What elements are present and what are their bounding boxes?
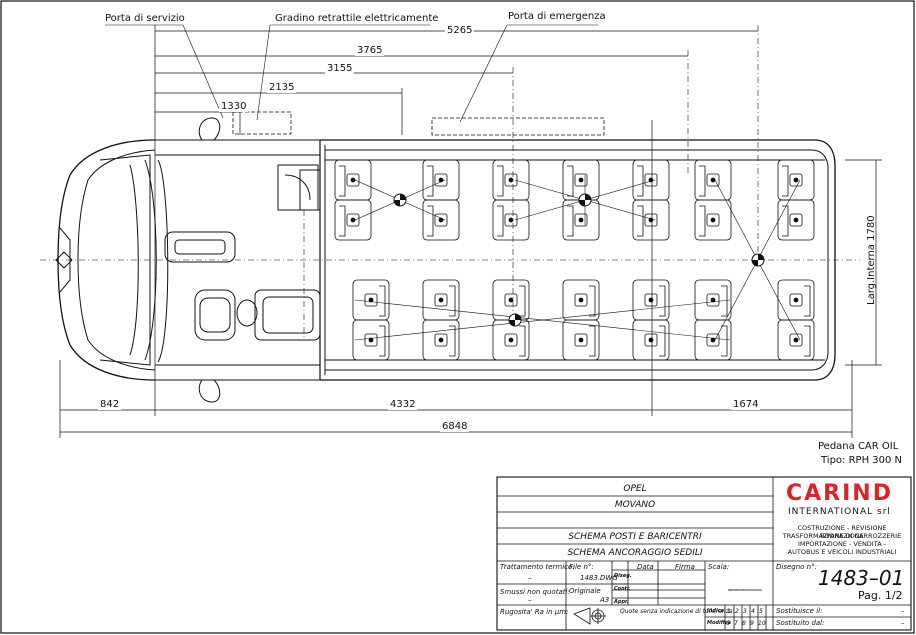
dimension-2135: 2135 xyxy=(267,82,297,93)
tb-brand: OPEL xyxy=(623,484,647,494)
tb-heat-value: – xyxy=(528,574,532,582)
tb-disegno-label: Disegno n°: xyxy=(776,563,817,571)
seat xyxy=(352,319,390,361)
inner-width-label: Larg.Interna 1780 xyxy=(866,215,877,305)
tb-diseg: Diseg. xyxy=(614,573,632,579)
dimension-1674: 1674 xyxy=(731,399,761,410)
seat xyxy=(422,279,460,321)
tb-sostituisce: Sostituisce il: xyxy=(776,607,823,615)
seat xyxy=(562,319,600,361)
service-door-callout: Porta di servizio xyxy=(105,13,185,24)
seat xyxy=(694,199,732,241)
seat xyxy=(562,199,600,241)
seat xyxy=(632,199,670,241)
tb-indice: Indice xyxy=(707,608,725,614)
tb-drawing-number: 1483–01 xyxy=(818,566,905,590)
ramp-note-line1: Pedana CAR OIL xyxy=(818,441,899,452)
tb-sostituito: Sostituito dal: xyxy=(776,619,825,627)
company-sub: INTERNATIONAL srl xyxy=(788,507,891,517)
seat xyxy=(492,319,530,361)
tb-line2: SCHEMA ANCORAGGIO SEDILI xyxy=(567,548,703,558)
tb-scala-label: Scala: xyxy=(708,563,730,571)
dimension-4332: 4332 xyxy=(388,399,418,410)
seat xyxy=(422,319,460,361)
tb-dash-2: – xyxy=(901,619,905,627)
revision-index-8: 8 xyxy=(742,620,746,627)
tb-quote: Quote senza indicazione di tolleranza: xyxy=(620,608,735,615)
revision-index-4: 4 xyxy=(751,608,755,615)
ramp-note-line2: Tipo: RPH 300 N xyxy=(821,455,903,466)
dimension-3765: 3765 xyxy=(355,45,385,56)
revision-index-6: 6 xyxy=(726,620,730,627)
revision-index-10: 10 xyxy=(758,620,766,627)
tb-modifica: Modifica xyxy=(707,620,731,626)
tb-data-label: Data xyxy=(637,563,654,571)
tb-model: MOVANO xyxy=(614,500,656,510)
seat xyxy=(777,319,815,361)
tb-originale: Originale xyxy=(569,587,601,595)
seat xyxy=(694,279,732,321)
seat xyxy=(632,159,670,201)
emergency-door-callout: Porta di emergenza xyxy=(508,11,606,22)
tb-line1: SCHEMA POSTI E BARICENTRI xyxy=(568,532,702,542)
company-desc-3: IMPORTAZIONE - VENDITA - xyxy=(797,540,887,548)
carind-logo: CARIND xyxy=(786,481,893,506)
revision-index-3: 3 xyxy=(743,608,747,615)
seat xyxy=(492,279,530,321)
tb-heat-label: Trattamento termico: xyxy=(500,563,575,571)
tb-a3: A3 xyxy=(600,596,610,604)
seat xyxy=(777,199,815,241)
tb-appr: Appr. xyxy=(614,599,629,605)
revision-index-9: 9 xyxy=(750,620,754,627)
tb-file-value: 1483.DWG xyxy=(580,574,618,582)
seat xyxy=(694,319,732,361)
revision-index-5: 5 xyxy=(759,608,763,615)
seat xyxy=(422,199,460,241)
seat xyxy=(334,199,372,241)
seat xyxy=(777,159,815,201)
retractable-step-callout: Gradino retrattile elettricamente xyxy=(275,13,439,24)
tb-firma-label: Firma xyxy=(675,563,695,571)
seat xyxy=(562,279,600,321)
tb-smussi-value: – xyxy=(528,596,532,604)
tb-rugosita: Rugosita' Ra in µm: xyxy=(500,608,569,616)
dimension-5265: 5265 xyxy=(445,25,475,36)
tb-page: Pag. 1/2 xyxy=(858,589,903,602)
revision-index-2: 2 xyxy=(735,608,739,615)
seat xyxy=(492,199,530,241)
company-desc-2: TRASFORMAZIONE DI CARROZZERIE xyxy=(782,532,902,540)
seat xyxy=(777,279,815,321)
seat xyxy=(562,159,600,201)
dimension-3155: 3155 xyxy=(325,63,355,74)
tb-smussi: Smussi non quotati: xyxy=(500,588,570,596)
tb-file-label: File n°: xyxy=(569,563,594,571)
company-desc-4: AUTOBUS E VEICOLI INDUSTRIALI xyxy=(787,548,897,556)
seat xyxy=(492,159,530,201)
seat xyxy=(632,319,670,361)
tb-contr: Contr. xyxy=(614,586,631,592)
seat xyxy=(334,159,372,201)
dimension-1330: 1330 xyxy=(219,101,249,112)
seat xyxy=(352,279,390,321)
company-desc-1: COSTRUZIONE - REVISIONE RIPARAZIONE xyxy=(797,524,887,540)
tb-scala-value: – – – xyxy=(728,585,746,594)
revision-index-1: 1 xyxy=(727,608,731,615)
dimension-842: 842 xyxy=(98,399,122,410)
seat xyxy=(422,159,460,201)
revision-index-7: 7 xyxy=(734,620,738,627)
tb-dash-1: – xyxy=(901,607,905,615)
seat xyxy=(632,279,670,321)
dimension-6848: 6848 xyxy=(440,421,470,432)
seat xyxy=(694,159,732,201)
